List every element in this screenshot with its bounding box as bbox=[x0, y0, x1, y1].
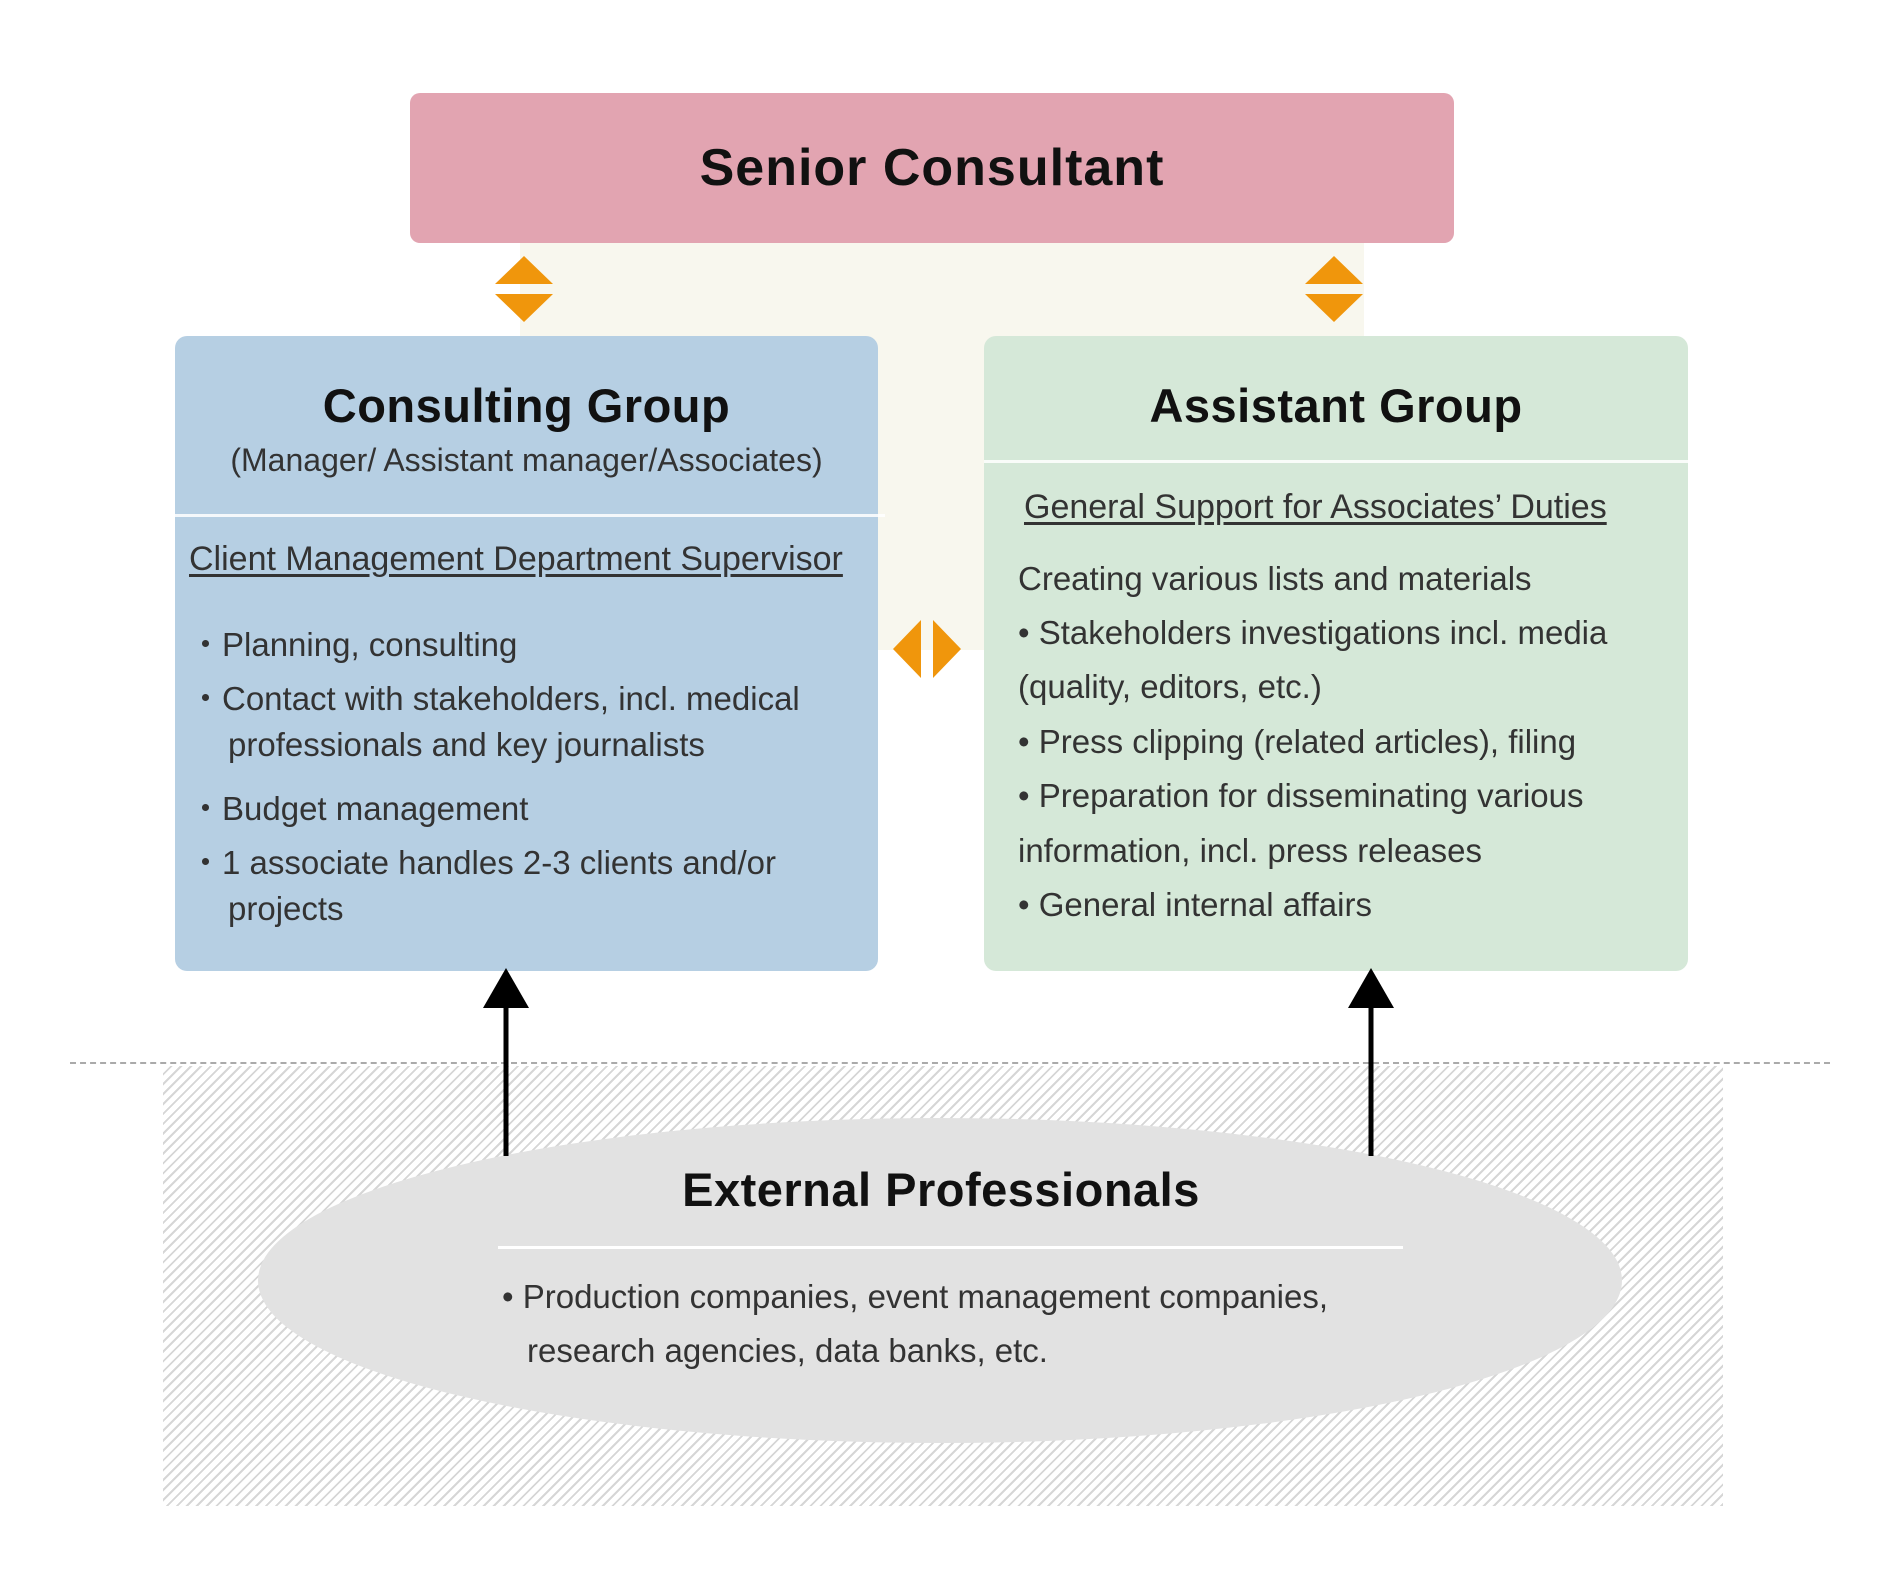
assistant-group-box: Assistant Group General Support for Asso… bbox=[984, 336, 1688, 971]
orange-up-down-arrow-icon bbox=[495, 256, 553, 322]
consulting-line: ・Contact with stakeholders, incl. medica… bbox=[189, 680, 800, 717]
consulting-line: ・1 associate handles 2-3 clients and/or bbox=[189, 844, 777, 881]
assistant-line: • Stakeholders investigations incl. medi… bbox=[1018, 614, 1608, 651]
black-up-arrow-icon bbox=[483, 968, 529, 1156]
assistant-line: • Preparation for disseminating various bbox=[1018, 777, 1584, 814]
external-professionals-title: External Professionals bbox=[682, 1163, 1200, 1216]
consulting-section-heading: Client Management Department Supervisor bbox=[189, 540, 843, 578]
consulting-divider bbox=[175, 514, 885, 517]
assistant-line: information, incl. press releases bbox=[1018, 832, 1483, 869]
senior-consultant-box: Senior Consultant bbox=[410, 93, 1454, 243]
consulting-line: ・Planning, consulting bbox=[189, 626, 518, 663]
orange-up-down-arrow-icon bbox=[1305, 256, 1363, 322]
assistant-group-title: Assistant Group bbox=[1149, 379, 1523, 432]
consulting-group-title: Consulting Group bbox=[322, 379, 731, 432]
assistant-section-heading: General Support for Associates’ Duties bbox=[1024, 488, 1607, 526]
external-professionals-ellipse bbox=[258, 1118, 1622, 1443]
orange-left-right-arrow-icon bbox=[893, 620, 961, 678]
senior-consultant-title: Senior Consultant bbox=[699, 139, 1165, 197]
assistant-line: • General internal affairs bbox=[1018, 886, 1372, 923]
assistant-divider bbox=[984, 460, 1688, 463]
consulting-line: projects bbox=[228, 890, 344, 927]
assistant-line: Creating various lists and materials bbox=[1018, 560, 1532, 597]
consulting-line: professionals and key journalists bbox=[228, 726, 705, 763]
external-divider bbox=[498, 1246, 1403, 1249]
consulting-group-box: Consulting Group (Manager/ Assistant man… bbox=[175, 336, 885, 971]
black-up-arrow-icon bbox=[1348, 968, 1394, 1156]
consulting-line: ・Budget management bbox=[189, 790, 529, 827]
assistant-line: • Press clipping (related articles), fil… bbox=[1018, 723, 1577, 760]
consulting-group-subtitle: (Manager/ Assistant manager/Associates) bbox=[230, 442, 823, 478]
assistant-line: (quality, editors, etc.) bbox=[1018, 668, 1322, 705]
external-line: • Production companies, event management… bbox=[502, 1278, 1329, 1315]
external-line: research agencies, data banks, etc. bbox=[527, 1332, 1048, 1369]
boundary-dashed-line bbox=[70, 1062, 1830, 1064]
